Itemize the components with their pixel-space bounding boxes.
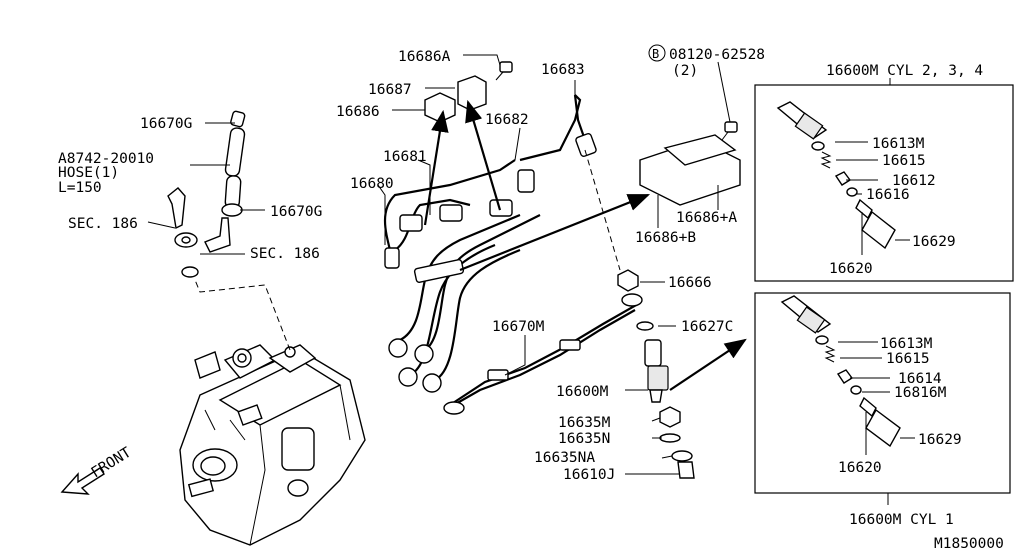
label-sec186-left: SEC. 186 [68, 216, 138, 232]
injection-tubes [383, 94, 597, 393]
label-16687: 16687 [368, 82, 412, 98]
label-hose-part: A8742-20010 [58, 151, 154, 167]
box-bottom-p2: 16615 [886, 351, 930, 367]
label-16680: 16680 [350, 176, 394, 192]
spill-tube-16670m [443, 293, 654, 415]
bolt-mark: B [652, 47, 659, 61]
box-top-p4: 16616 [866, 187, 910, 203]
label-16610j: 16610J [563, 467, 615, 483]
box-top-p6: 16620 [829, 261, 873, 277]
box-top-p5: 16629 [912, 234, 956, 250]
box-bottom-title: 16600M CYL 1 [849, 512, 954, 528]
label-bolt: 08120-62528 [669, 47, 765, 63]
arrow-to-cyl1-box [669, 338, 747, 391]
label-16635m: 16635M [558, 415, 611, 431]
label-16635na: 16635NA [534, 450, 595, 466]
nozzle-exploded-cyl1 [780, 295, 915, 455]
box-bottom-p1: 16613M [880, 336, 933, 352]
pump-link-dashed [194, 279, 291, 351]
label-16670m: 16670M [492, 319, 545, 335]
label-16635n: 16635N [558, 431, 610, 447]
leader-lines [147, 54, 731, 475]
label-16682: 16682 [485, 112, 529, 128]
box-bottom-p6: 16620 [838, 460, 882, 476]
label-16670g-top: 16670G [140, 116, 192, 132]
front-arrow-icon [60, 467, 105, 495]
injection-pump [179, 344, 366, 546]
leak-off-hose-assembly [167, 110, 246, 278]
label-bolt-qty: (2) [672, 63, 698, 79]
nozzle-exploded-cyl234 [776, 101, 910, 255]
box-top-p1: 16613M [872, 136, 925, 152]
label-16627c: 16627C [681, 319, 733, 335]
part-labels: 16686A 16687 16686 16683 16682 16681 166… [58, 44, 1004, 552]
box-bottom-p4: 16816M [894, 385, 947, 401]
box-top-p2: 16615 [882, 153, 926, 169]
box-bottom-p5: 16629 [918, 432, 962, 448]
label-16686pb: 16686+B [635, 230, 696, 246]
label-hose-length: L=150 [58, 180, 102, 196]
tube-washer-dashed [584, 149, 621, 271]
arrow-to-16687 [465, 99, 502, 211]
document-id: M1850000 [934, 536, 1004, 552]
bolt-mark-icon [648, 44, 666, 62]
front-label: FRONT [89, 445, 135, 482]
label-sec186-right: SEC. 186 [250, 246, 320, 262]
label-16686a: 16686A [398, 49, 451, 65]
label-16686pa: 16686+A [676, 210, 737, 226]
box-top-title: 16600M CYL 2, 3, 4 [826, 63, 983, 79]
label-16666: 16666 [668, 275, 712, 291]
label-16683: 16683 [541, 62, 585, 78]
label-16681: 16681 [383, 149, 427, 165]
arrow-to-16686B [459, 193, 651, 272]
nozzle-holder-16600m [644, 339, 695, 479]
arrow-to-16686 [423, 109, 449, 226]
box-bottom-p3: 16614 [898, 371, 942, 387]
label-16686: 16686 [336, 104, 380, 120]
box-cyl-234 [754, 84, 1014, 282]
box-top-p3: 16612 [892, 173, 936, 189]
box-cyl-1 [754, 292, 1011, 494]
label-16600m: 16600M [556, 384, 609, 400]
label-16670g-bottom: 16670G [270, 204, 322, 220]
washer-16666 [617, 269, 639, 292]
label-hose-name: HOSE(1) [58, 165, 119, 181]
tube-clamps [424, 61, 741, 206]
